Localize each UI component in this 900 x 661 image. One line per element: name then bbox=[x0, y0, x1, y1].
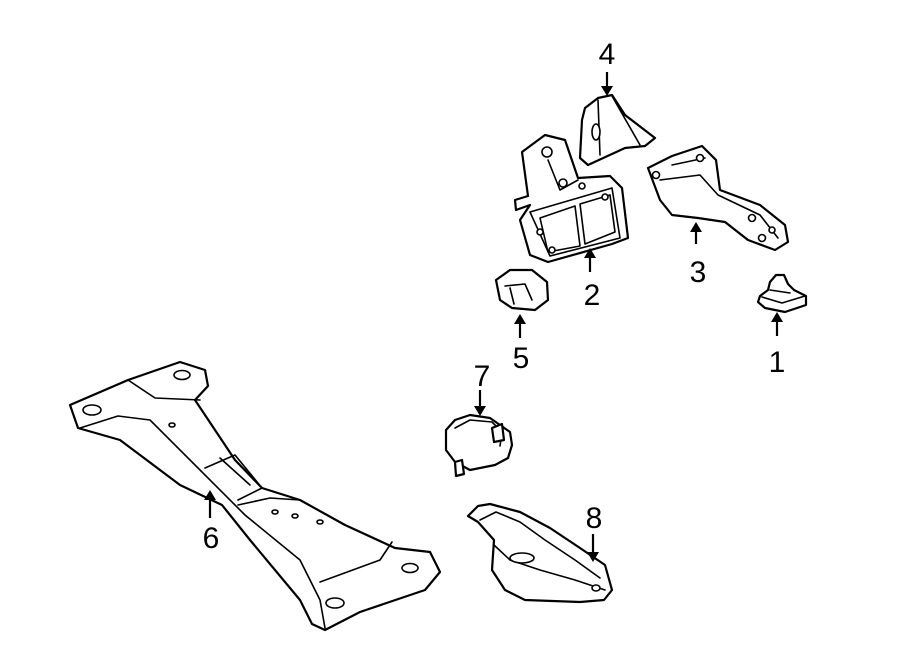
callout-7: 7 bbox=[474, 360, 491, 393]
part-7-mount bbox=[444, 413, 514, 478]
callout-labels: 1 2 3 4 5 6 7 8 bbox=[203, 38, 786, 555]
part-3-mount-bracket bbox=[646, 144, 790, 252]
callout-5: 5 bbox=[513, 342, 530, 375]
callout-4: 4 bbox=[599, 38, 616, 71]
part-6-crossmember bbox=[68, 360, 442, 632]
part-1-mount bbox=[756, 273, 808, 314]
part-8-heat-shield bbox=[466, 502, 614, 604]
part-2-mount-bracket bbox=[513, 133, 630, 264]
callout-arrows bbox=[204, 72, 783, 562]
callout-6: 6 bbox=[203, 522, 220, 555]
callout-8: 8 bbox=[586, 502, 603, 535]
part-4-small-bracket bbox=[578, 93, 657, 167]
callout-2: 2 bbox=[584, 279, 601, 312]
part-5-stopper bbox=[494, 268, 550, 312]
callout-3: 3 bbox=[690, 256, 707, 289]
callout-1: 1 bbox=[769, 346, 786, 379]
